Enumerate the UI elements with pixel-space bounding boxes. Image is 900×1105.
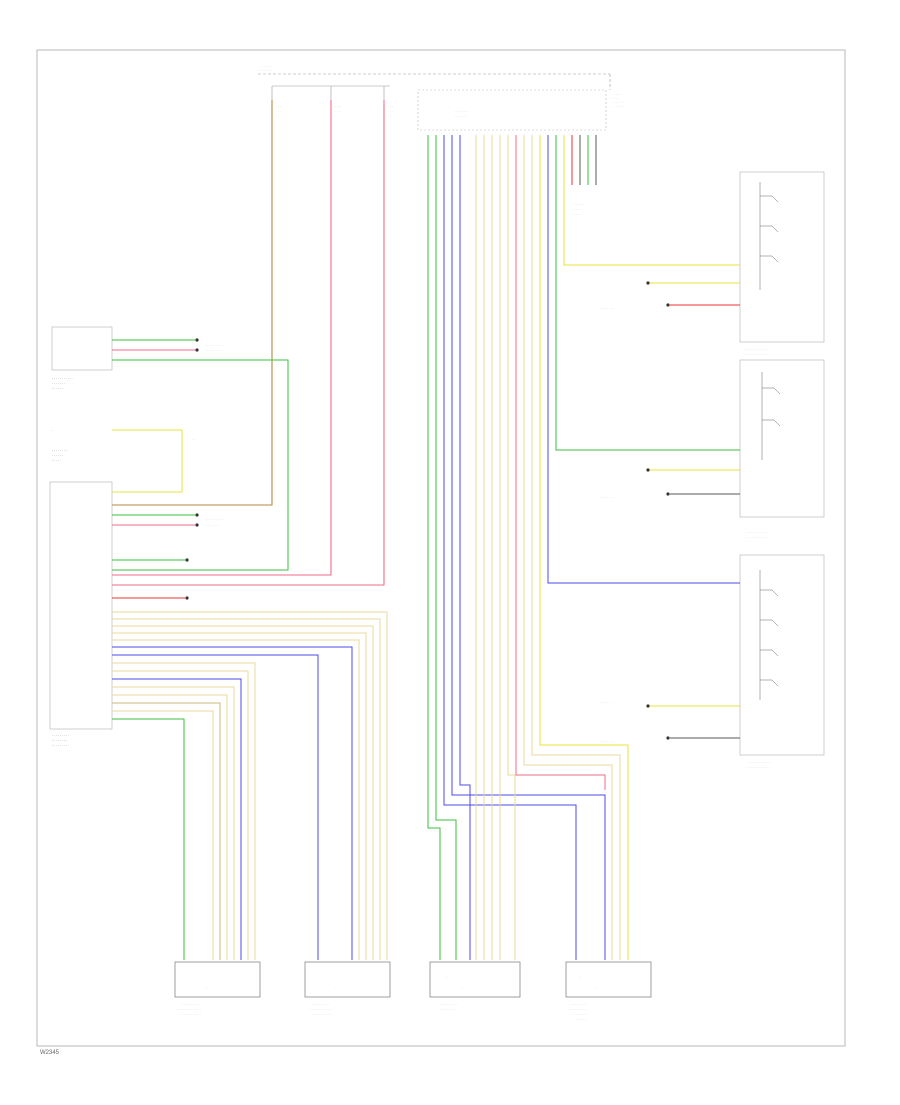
svg-text:· · · · · · · · ·: · · · · · · · · · bbox=[598, 739, 614, 743]
svg-text:· · · · · · · · · ·: · · · · · · · · · · bbox=[205, 343, 223, 347]
svg-text:· · · ·: · · · · bbox=[276, 104, 283, 108]
fuse-f2: · · · ·· · · · · bbox=[330, 86, 342, 118]
svg-text:· · · · · · · · ·: · · · · · · · · · bbox=[598, 495, 614, 499]
main-control-module-box bbox=[49, 481, 113, 730]
svg-text:· · · ·: · · · · bbox=[612, 96, 619, 100]
wire-pink-fuse3 bbox=[112, 100, 385, 586]
fuse-f1: · · · ·· · · · · bbox=[271, 86, 283, 118]
svg-text:· · · · · · · · · · ·: · · · · · · · · · · · bbox=[568, 1007, 587, 1011]
svg-text:· · · · · · · · · ·: · · · · · · · · · · bbox=[205, 517, 223, 521]
svg-text:· · · · · · · · · ·: · · · · · · · · · · bbox=[312, 1002, 330, 1006]
svg-text:· · · · · · · · ·: · · · · · · · · · bbox=[440, 1007, 456, 1011]
svg-text:· · · ·: · · · · bbox=[388, 104, 395, 108]
svg-text:· · · · · · · · ·: · · · · · · · · · bbox=[52, 734, 69, 738]
svg-text:· · · · · · · ·: · · · · · · · · bbox=[572, 1012, 586, 1016]
fuse-f3: · · · ·· · · · · bbox=[383, 86, 395, 118]
connector-group-4: · · · · · · · · · · · · · · · · · · · · … bbox=[565, 850, 652, 1021]
svg-text:· · · · · · · · · ·: · · · · · · · · · · bbox=[570, 1002, 588, 1006]
diagram-id: W2345 bbox=[40, 1050, 60, 1056]
svg-text:· · · · · · · · ·: · · · · · · · · · bbox=[598, 306, 614, 310]
svg-text:· · · · · · · · · · · · · ·: · · · · · · · · · · · · · · bbox=[176, 1007, 201, 1011]
svg-text:· · · · · ·: · · · · · · bbox=[52, 387, 63, 391]
right-switch-box-2: · · · · · · · · · · · · · · · · · · · · … bbox=[739, 359, 825, 539]
left-top-module-wires: · · · · · · · · · · · · · · · · · · bbox=[112, 338, 289, 571]
left-module-top-box bbox=[51, 326, 113, 371]
svg-text:· · · · · · · ·: · · · · · · · · bbox=[574, 1017, 588, 1021]
svg-text:· · · · · · · · · · ·: · · · · · · · · · · · bbox=[52, 377, 73, 381]
svg-text:· · · · · · ·: · · · · · · · bbox=[572, 202, 584, 206]
svg-text:·: · bbox=[52, 429, 53, 433]
svg-text:· · · · ·: · · · · · bbox=[52, 459, 61, 463]
svg-text:· ·: · · bbox=[595, 985, 598, 989]
svg-text:· · · · · ·: · · · · · · bbox=[572, 207, 582, 211]
mid-left-yellow-wire: · · · bbox=[112, 429, 195, 493]
right-switch-box-3: · · · · · · · · · · · · · · · · · · · · … bbox=[739, 554, 825, 769]
svg-text:· · · · · · · ·: · · · · · · · · bbox=[205, 523, 219, 527]
svg-text:· · ·: · · · bbox=[190, 437, 195, 441]
svg-text:· · · · · · ·: · · · · · · · bbox=[455, 114, 467, 118]
svg-text:· ·: · · bbox=[460, 985, 463, 989]
svg-text:· · · · · · · ·: · · · · · · · · bbox=[612, 100, 626, 104]
connector-group-1: · · · · · · · · · · · · · · · · · · · · … bbox=[174, 850, 261, 1016]
svg-text:· ·: · · bbox=[445, 975, 448, 979]
svg-text:· · · ·: · · · · bbox=[335, 104, 342, 108]
svg-text:· · · · · · · · · · · ·: · · · · · · · · · · · · bbox=[746, 352, 767, 356]
svg-text:· · · · · · ·: · · · · · · · bbox=[52, 382, 65, 386]
control-module-small-wires: · · · · · · · · · · · · · · · · · · bbox=[112, 513, 223, 600]
svg-text:· · · · · ·: · · · · · · bbox=[612, 92, 622, 96]
svg-text:· · · · · · · · · · ·: · · · · · · · · · · · bbox=[438, 1002, 457, 1006]
svg-text:· · · · · · · ·: · · · · · · · · bbox=[52, 739, 67, 743]
right-side-misc-wires: · · · · · · · · · · · · · · · · · · · · … bbox=[598, 281, 740, 743]
svg-text:· · · · · · · · · · · · · ·: · · · · · · · · · · · · · · bbox=[744, 347, 769, 351]
fuse-panel-top: · · · · · · · · · · · · · · · · · · · · … bbox=[258, 64, 626, 131]
svg-text:· · · · · · · · · · · · ·: · · · · · · · · · · · · · bbox=[308, 1007, 331, 1011]
connector-group-3: · · · · · · · · · · · · · · · · · · · · … bbox=[429, 850, 521, 1011]
svg-text:· · · · · · · · · · · · · ·: · · · · · · · · · · · · · · bbox=[746, 760, 771, 764]
svg-text:· · · · · · · · · · · ·: · · · · · · · · · · · · bbox=[180, 1012, 201, 1016]
svg-text:· · · · · · · ·: · · · · · · · · bbox=[258, 68, 272, 72]
svg-text:· · · · ·: · · · · · bbox=[572, 212, 580, 216]
right-switch-box-1: · · · · · · · · · · · · · · · · · · · · … bbox=[739, 171, 825, 356]
svg-text:· · · · · · · ·: · · · · · · · · bbox=[455, 109, 469, 113]
top-module-bundle: · · · · · · · · · · · · · · · · · · bbox=[427, 135, 740, 850]
svg-text:· · · · · · · · · · · ·: · · · · · · · · · · · · bbox=[746, 530, 767, 534]
wire-pink-fuse2 bbox=[112, 100, 332, 576]
svg-text:· · ·: · · · bbox=[388, 109, 393, 113]
svg-text:· ·: · · bbox=[388, 114, 391, 118]
svg-text:· · · · · · ·: · · · · · · · bbox=[612, 104, 624, 108]
svg-text:· · · · · · · · · · ·: · · · · · · · · · · · bbox=[312, 1012, 331, 1016]
connector-group-2: · · · · · · · · · · · · · · · · · · · · … bbox=[304, 850, 391, 1016]
svg-text:· · · · · · · · ·: · · · · · · · · · bbox=[52, 744, 69, 748]
svg-text:· ·: · · bbox=[335, 114, 338, 118]
svg-text:· · ·: · · · bbox=[276, 109, 281, 113]
svg-text:· ·: · · bbox=[578, 975, 581, 979]
wire-tan-fuse1 bbox=[112, 100, 273, 506]
svg-text:· · · · · · · ·: · · · · · · · · bbox=[52, 449, 67, 453]
svg-text:· ·: · · bbox=[190, 975, 193, 979]
svg-text:· · · · · · · · · · · ·: · · · · · · · · · · · · bbox=[746, 765, 767, 769]
svg-text:· ·: · · bbox=[276, 114, 279, 118]
svg-text:· ·: · · bbox=[205, 985, 208, 989]
svg-text:· · · · · · · · · · · ·: · · · · · · · · · · · · bbox=[746, 535, 767, 539]
svg-text:· ·: · · bbox=[318, 975, 321, 979]
svg-text:· · · · · ·: · · · · · · bbox=[52, 454, 63, 458]
svg-text:· · · · · · · · · · ·: · · · · · · · · · · · bbox=[180, 1002, 199, 1006]
svg-text:· · ·: · · · bbox=[335, 109, 340, 113]
svg-text:· · · · · · · ·: · · · · · · · · bbox=[205, 348, 219, 352]
diagram-frame bbox=[36, 49, 846, 1047]
svg-text:· · · · · · · ·: · · · · · · · · bbox=[598, 700, 612, 704]
svg-text:· ·: · · bbox=[335, 985, 338, 989]
svg-text:· · · · ·: · · · · · bbox=[262, 64, 270, 68]
left-module-bundle bbox=[112, 611, 388, 850]
